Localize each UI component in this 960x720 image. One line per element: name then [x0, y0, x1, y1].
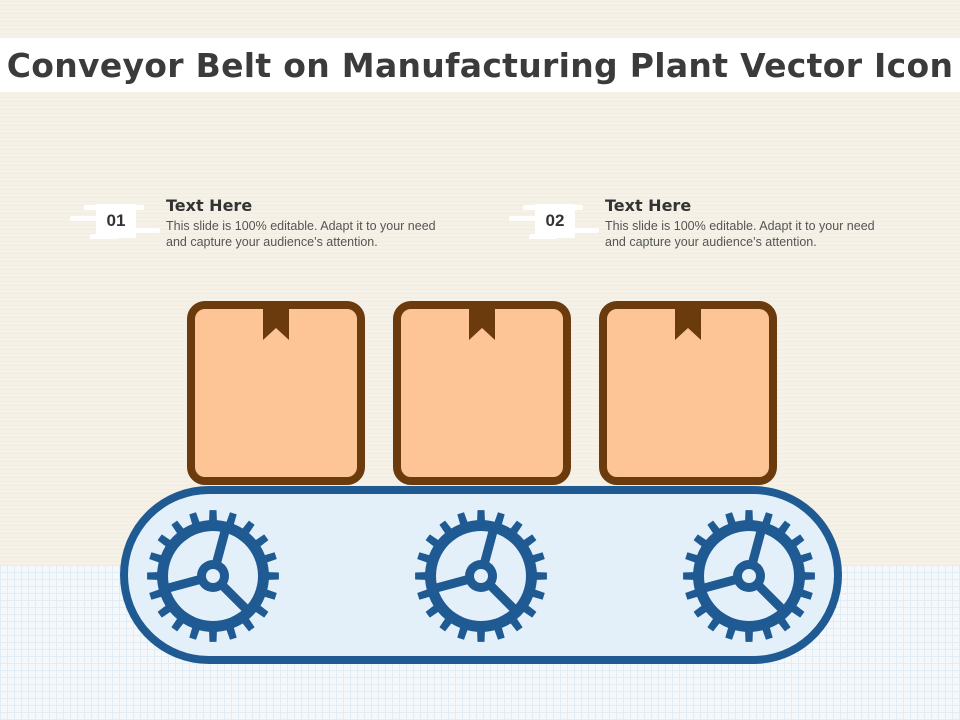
decor-streak: [509, 216, 539, 221]
decor-streak: [563, 228, 599, 233]
item-description: This slide is 100% editable. Adapt it to…: [605, 219, 875, 249]
box-2: [393, 301, 571, 485]
number-badge-area: 02: [509, 201, 605, 241]
box-body: [599, 301, 777, 485]
gear-axle: [742, 569, 756, 583]
number-badge-area: 01: [70, 201, 166, 241]
page-title: Conveyor Belt on Manufacturing Plant Vec…: [6, 46, 954, 85]
title-bar: Conveyor Belt on Manufacturing Plant Vec…: [0, 38, 960, 92]
gear-icon: [415, 510, 547, 642]
boxes-group: [187, 301, 777, 485]
gear-axle: [206, 569, 220, 583]
box-tape-icon: [469, 307, 495, 340]
gear-axle: [474, 569, 488, 583]
gear-icon: [683, 510, 815, 642]
decor-streak: [70, 216, 100, 221]
item-heading: Text Here: [166, 196, 253, 215]
item-description: This slide is 100% editable. Adapt it to…: [166, 219, 436, 249]
box-body: [187, 301, 365, 485]
item-heading: Text Here: [605, 196, 692, 215]
box-1: [187, 301, 365, 485]
box-3: [599, 301, 777, 485]
box-tape-icon: [263, 307, 289, 340]
number-badge: 01: [96, 204, 136, 238]
gears-group: [147, 510, 815, 642]
box-tape-icon: [675, 307, 701, 340]
box-body: [393, 301, 571, 485]
number-badge: 02: [535, 204, 575, 238]
decor-streak: [124, 228, 160, 233]
gear-icon: [147, 510, 279, 642]
